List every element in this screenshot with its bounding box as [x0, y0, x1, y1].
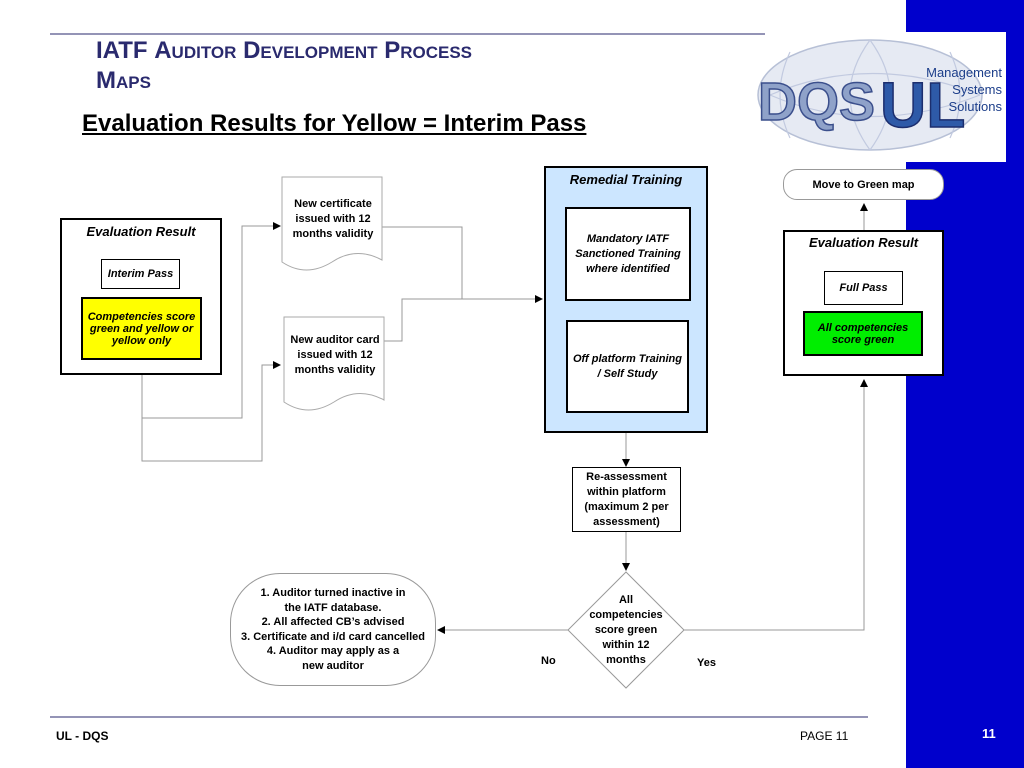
connector-to-certificate [141, 222, 281, 419]
decision-text: All competencies score green within 12 m… [589, 594, 663, 666]
inactive-auditor-box: 1. Auditor turned inactive in the IATF d… [230, 573, 436, 686]
reassessment-box: Re-assessment within platform (maximum 2… [572, 467, 681, 532]
certificate-document-text: New certificate issued with 12 months va… [292, 198, 374, 240]
title-prefix: IATF [96, 37, 148, 64]
right-panel-title: Evaluation Result [808, 235, 919, 250]
inactive-line-5: 4. Auditor may apply as a [266, 645, 400, 658]
auditor-card-document-shape [283, 316, 385, 411]
connector-certificate-remedial [380, 226, 543, 303]
logo: DQS UL Management Systems Solutions [750, 32, 1006, 162]
connector-to-auditor-card [141, 361, 281, 462]
inactive-line-1: 1. Auditor turned inactive in [260, 587, 406, 599]
inactive-line-2: the IATF database. [284, 601, 382, 614]
logo-line1: Management [926, 65, 1002, 80]
yellow-competencies-box: Competencies score green and yellow or y… [81, 297, 202, 360]
logo-line2: Systems [952, 82, 1002, 97]
decision-diamond [567, 571, 685, 689]
inactive-line-3: 2. All affected CB’s advised [261, 616, 405, 629]
interim-pass-box: Interim Pass [101, 259, 180, 289]
move-to-green-map-box: Move to Green map [783, 169, 944, 200]
connector-decision-yes [684, 379, 868, 631]
left-panel-title: Evaluation Result [86, 224, 196, 239]
page-title: IATF Auditor Development Process Maps [96, 36, 472, 96]
footer-page-label: PAGE 11 [800, 729, 849, 743]
full-pass-box: Full Pass [824, 271, 903, 305]
auditor-card-document-text: New auditor card issued with 12 months v… [290, 334, 380, 376]
remedial-training-title: Remedial Training [569, 172, 683, 187]
page-subtitle: Evaluation Results for Yellow = Interim … [82, 110, 587, 137]
logo-dqs-letters: DQS [758, 72, 875, 132]
title-line2: Maps [96, 67, 151, 94]
logo-graphic: DQS UL Management Systems Solutions [757, 39, 1003, 151]
decision-yes-label: Yes [697, 657, 716, 669]
title-rest: Auditor Development Process [154, 37, 472, 64]
decision-no-label: No [541, 655, 556, 667]
connector-card-remedial [380, 298, 462, 342]
sidebar-page-number: 11 [982, 726, 996, 741]
mandatory-training-box: Mandatory IATF Sanctioned Training where… [565, 207, 691, 301]
footer-left-text: UL - DQS [56, 729, 109, 743]
certificate-document-shape [281, 176, 383, 271]
inactive-line-6: new auditor [302, 659, 364, 672]
logo-ul-letters: UL [880, 69, 965, 141]
logo-line3: Solutions [949, 99, 1003, 114]
green-competencies-box: All competencies score green [803, 311, 923, 356]
offplatform-training-box: Off platform Training / Self Study [566, 320, 689, 413]
inactive-line-4: 3. Certificate and i/d card cancelled [240, 630, 425, 643]
